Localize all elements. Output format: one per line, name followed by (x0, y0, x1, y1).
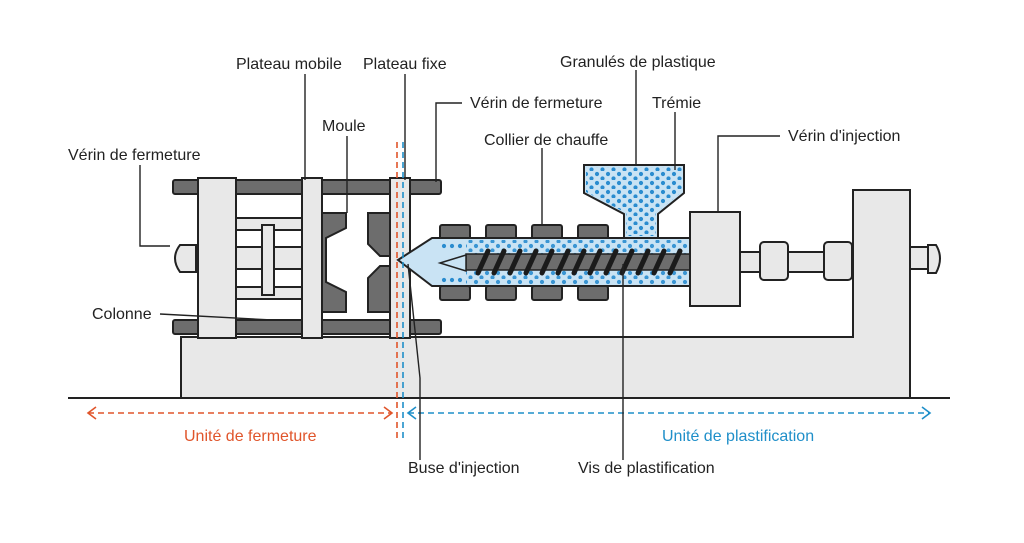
clamp-cylinder-head (174, 244, 197, 273)
label-granules: Granulés de plastique (560, 54, 716, 71)
injection-rod-1 (739, 251, 761, 273)
injection-coupling-2 (823, 241, 853, 281)
plasticizing-unit-arrow (406, 406, 932, 420)
rear-support-rod (909, 246, 929, 270)
label-colonne: Colonne (92, 306, 152, 323)
leader-lines (139, 70, 780, 460)
moving-platen (301, 177, 323, 339)
hopper-granules (586, 167, 682, 236)
mould-fixed-half-top (367, 212, 391, 257)
mould-fixed-half-bottom (367, 265, 391, 313)
label-unite-fermeture: Unité de fermeture (184, 428, 317, 445)
machine-base (180, 189, 911, 399)
label-verin-fermeture-top: Vérin de fermeture (470, 95, 603, 112)
injection-coupling-1 (759, 241, 789, 281)
toggle-link-vertical (261, 224, 275, 296)
clamping-unit-arrow (86, 406, 394, 420)
label-collier: Collier de chauffe (484, 132, 608, 149)
injection-rod-2 (787, 251, 825, 273)
barrel-dots-front (441, 243, 463, 283)
label-vis: Vis de plastification (578, 460, 715, 477)
rear-support-cap (927, 244, 941, 274)
plasticizing-screw (437, 248, 690, 276)
rear-platen (197, 177, 237, 339)
injection-cylinder (689, 211, 741, 307)
label-plateau-mobile: Plateau mobile (236, 56, 342, 73)
label-buse: Buse d'injection (408, 460, 520, 477)
label-verin-injection: Vérin d'injection (788, 128, 900, 145)
label-verin-fermeture-left: Vérin de fermeture (68, 147, 201, 164)
label-tremie: Trémie (652, 95, 701, 112)
label-plateau-fixe: Plateau fixe (363, 56, 447, 73)
mould-moving-half (321, 212, 347, 313)
heater-bands (439, 224, 609, 301)
label-moule: Moule (322, 118, 366, 135)
label-unite-plastification: Unité de plastification (662, 428, 814, 445)
